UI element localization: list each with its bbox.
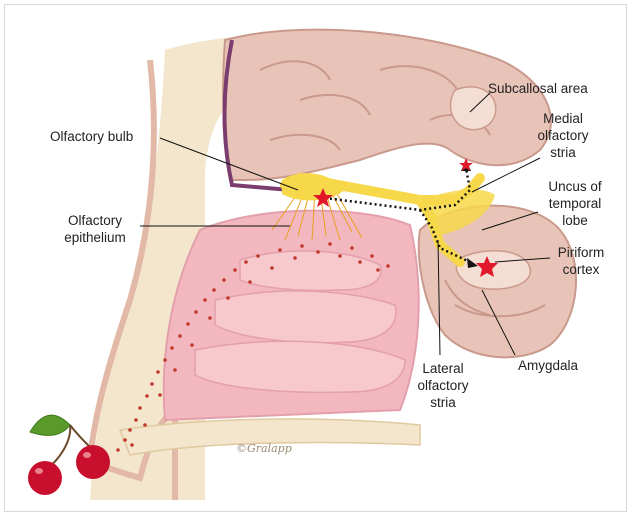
- label-amygdala: Amygdala: [518, 357, 578, 374]
- cherry-leaf: [30, 415, 70, 435]
- label-medial-line-1: Medial: [528, 110, 598, 127]
- label-lateral-line-3: stria: [408, 394, 478, 411]
- label-medial-line-2: olfactory: [528, 127, 598, 144]
- label-uncus-line-1: Uncus of: [540, 178, 610, 195]
- label-lateral-line-2: olfactory: [408, 377, 478, 394]
- frontal-lobe: [223, 30, 551, 180]
- cherry-left: [28, 461, 62, 495]
- superior-turbinate: [240, 251, 381, 291]
- label-lateral-line-1: Lateral: [408, 360, 478, 377]
- artist-signature: ©Gralapp: [236, 440, 292, 457]
- label-lateral-olfactory-stria: Lateral olfactory stria: [408, 360, 478, 411]
- label-epithelium-line-1: Olfactory: [52, 212, 138, 229]
- label-piriform-line-2: cortex: [548, 261, 614, 278]
- middle-turbinate: [215, 291, 396, 343]
- label-uncus-temporal-lobe: Uncus of temporal lobe: [540, 178, 610, 229]
- label-olfactory-epithelium: Olfactory epithelium: [52, 212, 138, 246]
- label-olfactory-bulb: Olfactory bulb: [50, 128, 133, 145]
- label-subcallosal-area: Subcallosal area: [488, 80, 588, 97]
- label-uncus-line-3: lobe: [540, 212, 610, 229]
- label-medial-line-3: stria: [528, 144, 598, 161]
- cherry-right: [76, 445, 110, 479]
- label-piriform-cortex: Piriform cortex: [548, 244, 614, 278]
- label-medial-olfactory-stria: Medial olfactory stria: [528, 110, 598, 161]
- label-epithelium-line-2: epithelium: [52, 229, 138, 246]
- label-piriform-line-1: Piriform: [548, 244, 614, 261]
- label-uncus-line-2: temporal: [540, 195, 610, 212]
- olfactory-bulb-shape: [282, 173, 345, 200]
- piriform-region: [456, 251, 530, 289]
